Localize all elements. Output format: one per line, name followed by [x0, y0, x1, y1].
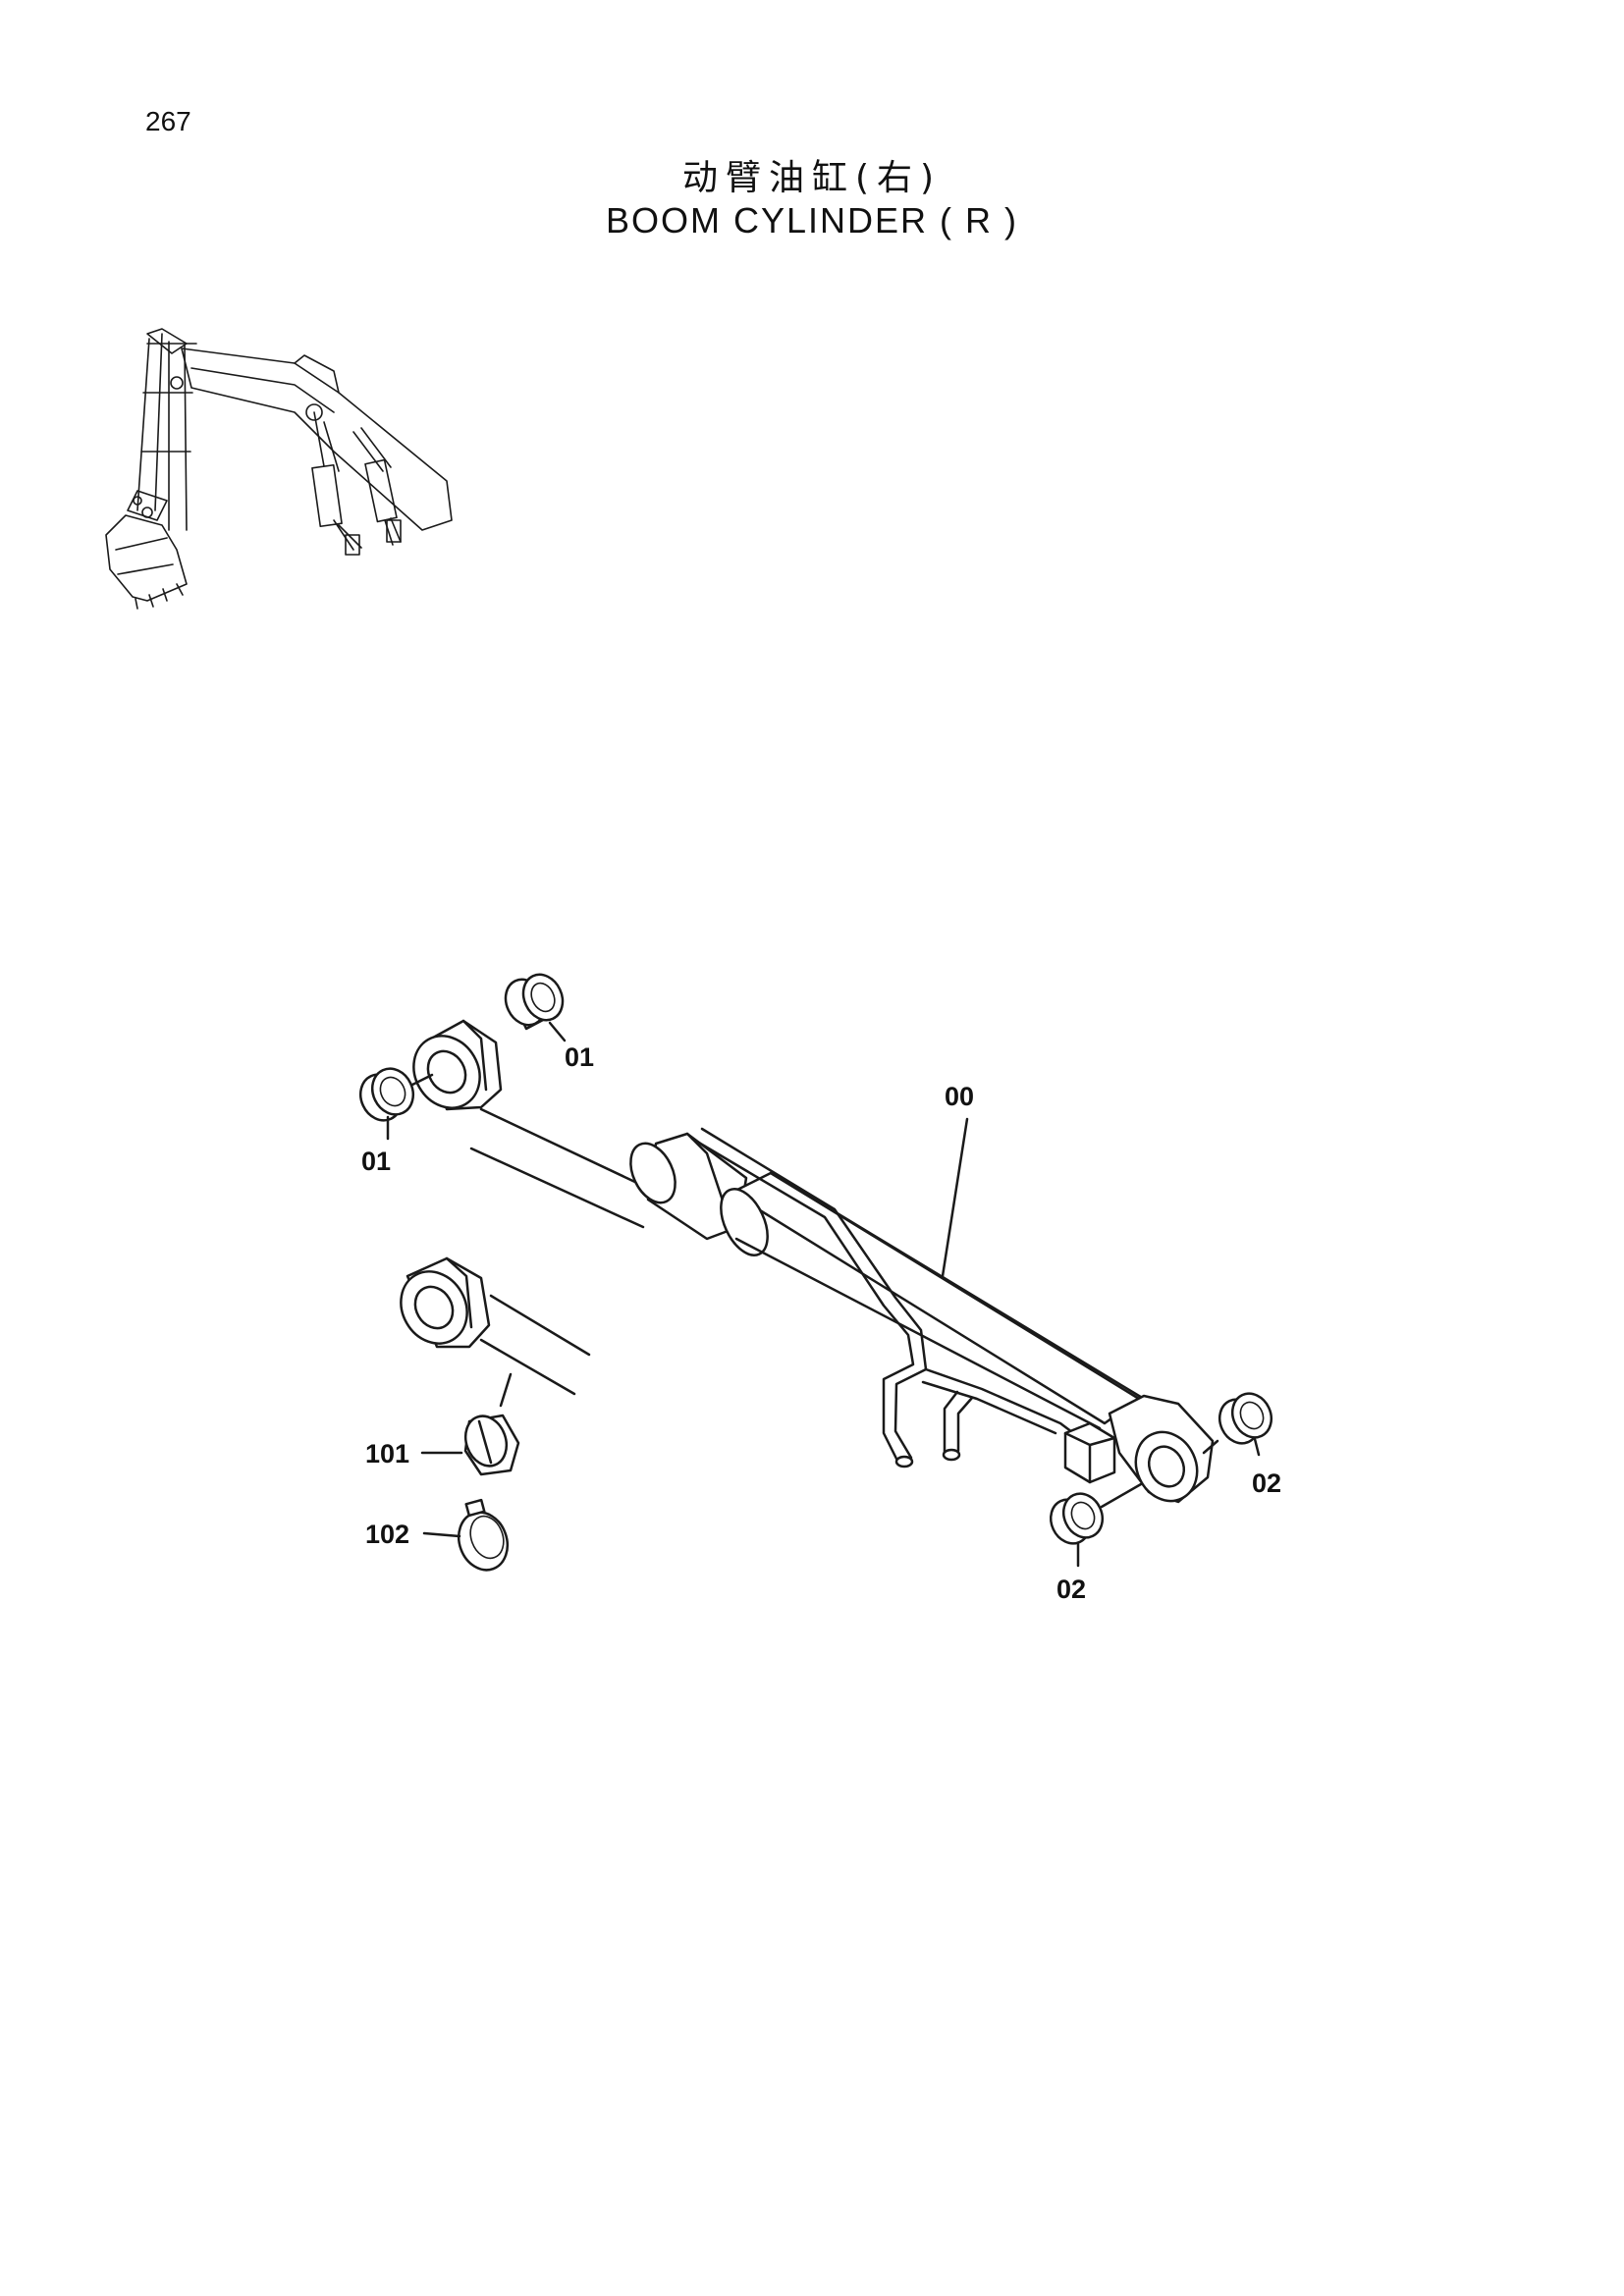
callout-02-bottom: 02 — [1056, 1575, 1086, 1604]
callout-01-left: 01 — [361, 1147, 391, 1176]
callout-00: 00 — [945, 1082, 974, 1111]
callout-01-top: 01 — [565, 1042, 594, 1072]
callout-102: 102 — [365, 1520, 409, 1549]
part-101-sleeve — [420, 1414, 520, 1476]
boom-cylinder-assembly — [412, 1019, 1215, 1504]
callout-02-right: 02 — [1252, 1468, 1281, 1498]
bushing-01-left — [358, 1067, 434, 1141]
part-102-clamp — [422, 1498, 510, 1572]
bushing-01-top — [504, 973, 567, 1042]
excavator-overview-illustration — [105, 328, 453, 610]
bushing-02-bottom — [1049, 1482, 1143, 1568]
callout-101: 101 — [365, 1439, 409, 1468]
rod-eye-detail — [400, 1256, 591, 1408]
page-number: 267 — [145, 106, 191, 136]
page-title-chinese: 动臂油缸(右) — [681, 158, 943, 198]
bushing-02-right — [1202, 1392, 1273, 1457]
page-title-english: BOOM CYLINDER ( R ) — [605, 200, 1019, 240]
leader-line-00 — [941, 1117, 969, 1278]
